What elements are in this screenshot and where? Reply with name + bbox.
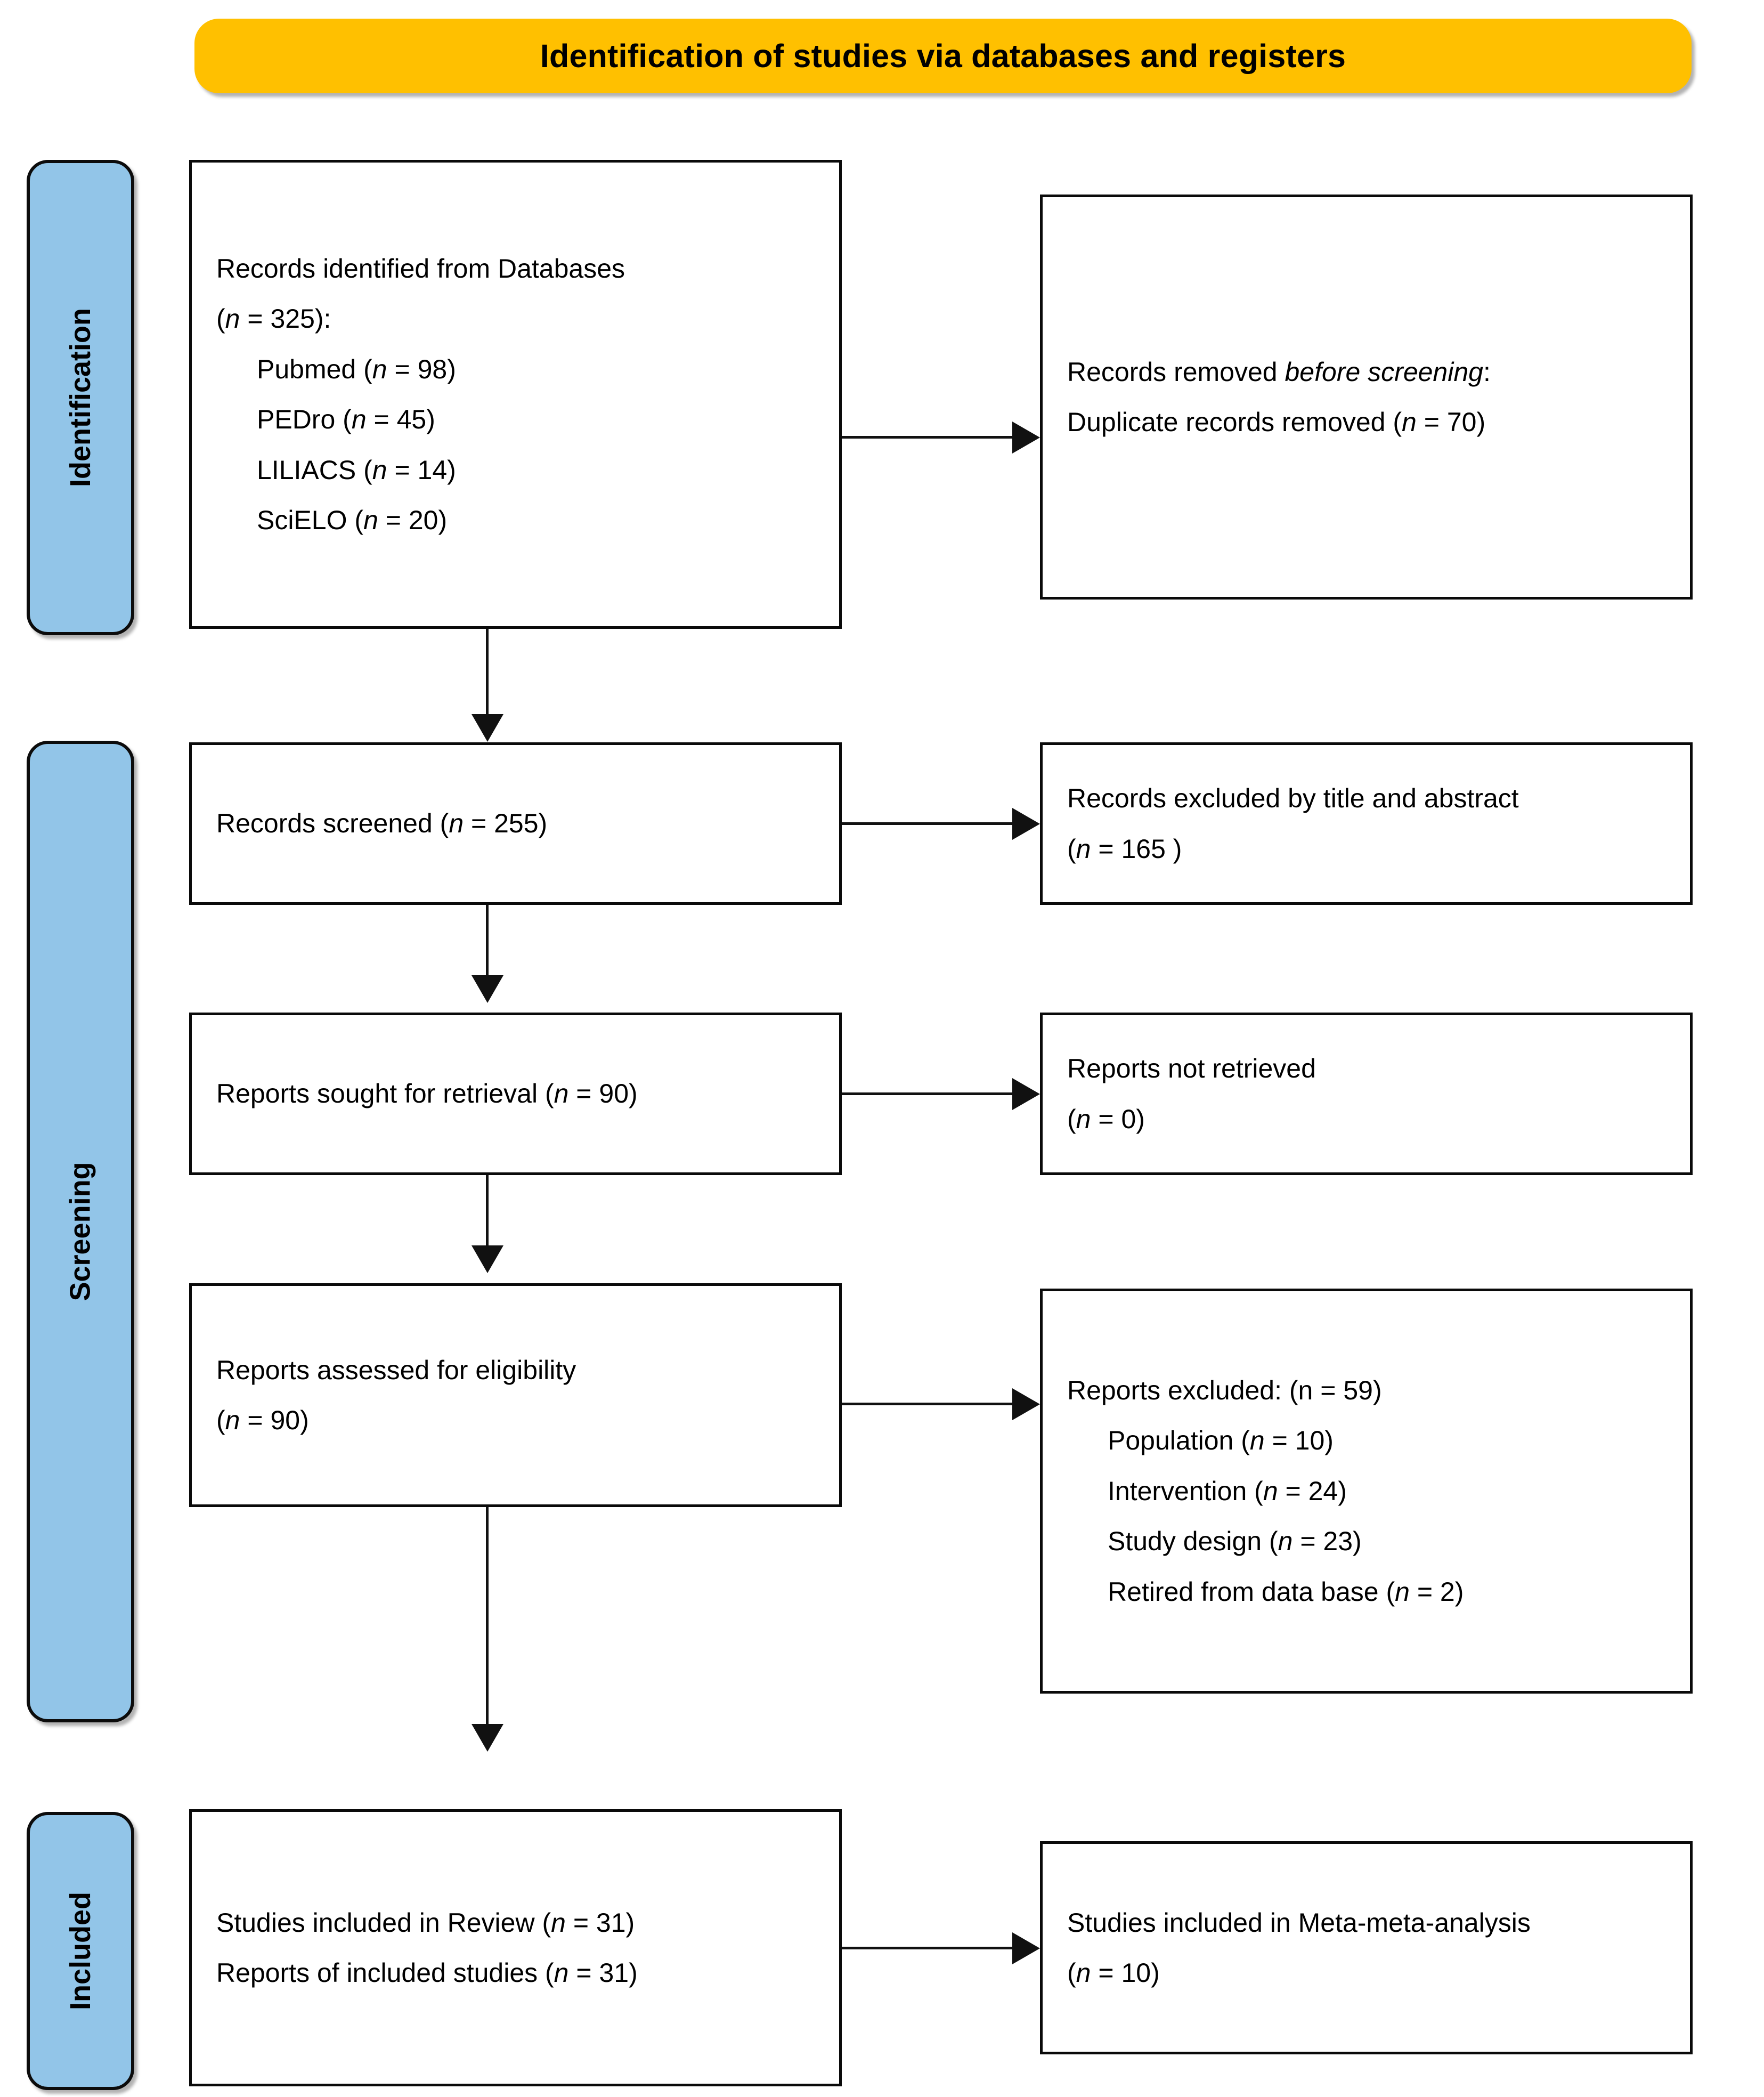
box-reports-excluded: Reports excluded: (n = 59) Population (n… — [1040, 1289, 1693, 1694]
source-pubmed: Pubmed (n = 98) — [257, 354, 456, 384]
arrowhead-review-to-meta — [1012, 1932, 1040, 1964]
connector-identified-to-screened — [486, 629, 489, 722]
stage-screening: Screening — [27, 741, 134, 1722]
reports-assessed-count: (n = 90) — [216, 1405, 309, 1435]
reports-not-retrieved-count: (n = 0) — [1067, 1104, 1145, 1134]
records-screened-text: Records screened (n = 255) — [216, 808, 548, 839]
box-records-screened: Records screened (n = 255) — [189, 742, 842, 905]
arrowhead-screened-to-excluded — [1012, 808, 1040, 840]
arrowhead-sought-to-assessed — [472, 1245, 503, 1273]
box-studies-included-review: Studies included in Review (n = 31) Repo… — [189, 1809, 842, 2086]
records-removed-title: Records removed before screening: — [1067, 357, 1491, 387]
connector-screened-to-excluded — [842, 822, 1012, 825]
exclusion-reason-population: Population (n = 10) — [1108, 1426, 1334, 1456]
connector-screened-to-sought — [486, 905, 489, 982]
box-reports-not-retrieved: Reports not retrieved (n = 0) — [1040, 1013, 1693, 1175]
exclusion-reason-intervention: Intervention (n = 24) — [1108, 1476, 1347, 1506]
reports-sought-text: Reports sought for retrieval (n = 90) — [216, 1079, 638, 1109]
box-records-identified: Records identified from Databases (n = 3… — [189, 160, 842, 629]
connector-assessed-to-included — [486, 1507, 489, 1734]
records-identified-title: Records identified from Databases — [216, 253, 625, 284]
stage-screening-label: Screening — [64, 1162, 96, 1301]
connector-review-to-meta — [842, 1947, 1012, 1949]
reports-assessed-title: Reports assessed for eligibility — [216, 1355, 576, 1385]
box-records-excluded-title-abstract: Records excluded by title and abstract (… — [1040, 742, 1693, 905]
studies-included-meta-count: (n = 10) — [1067, 1958, 1160, 1988]
exclusion-reason-retired: Retired from data base (n = 2) — [1108, 1576, 1464, 1607]
exclusion-reason-study-design: Study design (n = 23) — [1108, 1526, 1362, 1557]
connector-identified-to-removed — [842, 436, 1012, 439]
records-identified-total: (n = 325): — [216, 304, 331, 334]
arrowhead-screened-to-sought — [472, 975, 503, 1003]
reports-of-included-studies-text: Reports of included studies (n = 31) — [216, 1958, 638, 1988]
arrowhead-sought-to-not-retrieved — [1012, 1078, 1040, 1110]
studies-included-review-text: Studies included in Review (n = 31) — [216, 1907, 635, 1938]
records-excluded-count: (n = 165 ) — [1067, 833, 1182, 864]
connector-sought-to-assessed — [486, 1175, 489, 1252]
header-title: Identification of studies via databases … — [540, 38, 1346, 74]
arrowhead-assessed-to-excluded — [1012, 1388, 1040, 1420]
records-excluded-title: Records excluded by title and abstract — [1067, 783, 1519, 813]
stage-included: Included — [27, 1812, 134, 2090]
reports-not-retrieved-title: Reports not retrieved — [1067, 1054, 1316, 1083]
connector-assessed-to-excluded — [842, 1403, 1012, 1405]
box-studies-included-meta: Studies included in Meta-meta-analysis (… — [1040, 1841, 1693, 2054]
reports-excluded-title: Reports excluded: (n = 59) — [1067, 1375, 1382, 1405]
box-reports-assessed: Reports assessed for eligibility (n = 90… — [189, 1283, 842, 1507]
arrowhead-assessed-to-included — [472, 1724, 503, 1752]
box-reports-sought: Reports sought for retrieval (n = 90) — [189, 1013, 842, 1175]
duplicate-records-removed: Duplicate records removed (n = 70) — [1067, 407, 1486, 437]
stage-included-label: Included — [64, 1891, 97, 2011]
source-scielo: SciELO (n = 20) — [257, 505, 448, 535]
box-records-removed: Records removed before screening: Duplic… — [1040, 195, 1693, 600]
source-pedro: PEDro (n = 45) — [257, 404, 435, 434]
arrowhead-identified-to-removed — [1012, 422, 1040, 454]
header-banner: Identification of studies via databases … — [194, 19, 1692, 93]
stage-identification: Identification — [27, 160, 134, 635]
source-liliacs: LILIACS (n = 14) — [257, 455, 456, 485]
arrowhead-identified-to-screened — [472, 714, 503, 742]
studies-included-meta-title: Studies included in Meta-meta-analysis — [1067, 1907, 1531, 1938]
connector-sought-to-not-retrieved — [842, 1092, 1012, 1095]
stage-identification-label: Identification — [64, 308, 96, 487]
